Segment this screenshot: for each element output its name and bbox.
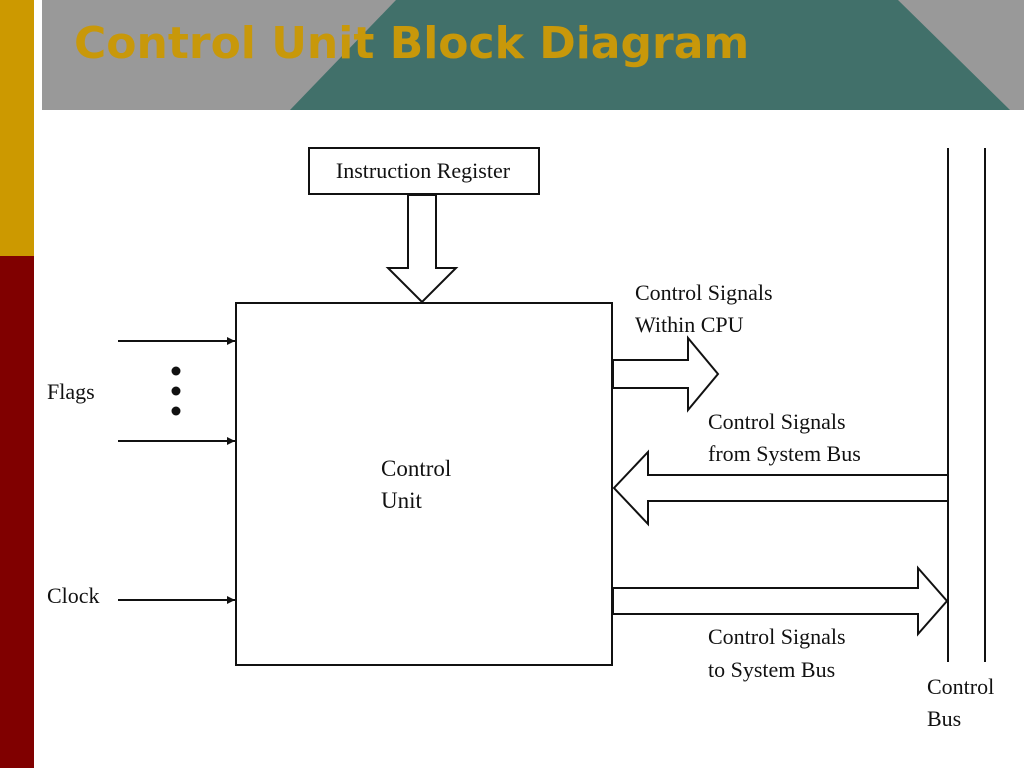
- left-bar-gold: [0, 0, 34, 256]
- control-unit-box: [235, 302, 613, 666]
- control-bus-label-line2: Bus: [927, 706, 961, 731]
- from-bus-arrow: [612, 449, 949, 527]
- left-bar-maroon: [0, 256, 34, 768]
- to-bus-label-line1: Control Signals: [708, 624, 846, 649]
- control-unit-label-line2: Unit: [381, 488, 423, 513]
- flags-label: Flags: [47, 379, 95, 404]
- from-bus-label-line1: Control Signals: [708, 409, 846, 434]
- clock-label: Clock: [47, 583, 100, 608]
- control-bus-label-line1: Control: [927, 674, 994, 699]
- instruction-register-label: Instruction Register: [336, 158, 511, 183]
- slide-title: Control Unit Block Diagram: [74, 18, 750, 69]
- within-cpu-label-line2: Within CPU: [635, 312, 744, 337]
- instruction-arrow: [385, 194, 459, 304]
- to-bus-label-line2: to System Bus: [708, 657, 835, 682]
- within-cpu-label-line1: Control Signals: [635, 280, 773, 305]
- from-bus-label-line2: from System Bus: [708, 441, 861, 466]
- header-teal-shape: [290, 0, 1010, 110]
- ellipsis-dot: [171, 366, 181, 376]
- ellipsis-dot: [171, 386, 181, 396]
- ellipsis-dot: [171, 406, 181, 416]
- within-cpu-arrow: [612, 335, 720, 413]
- to-bus-arrow: [612, 565, 949, 637]
- control-unit-label-line1: Control: [381, 456, 451, 481]
